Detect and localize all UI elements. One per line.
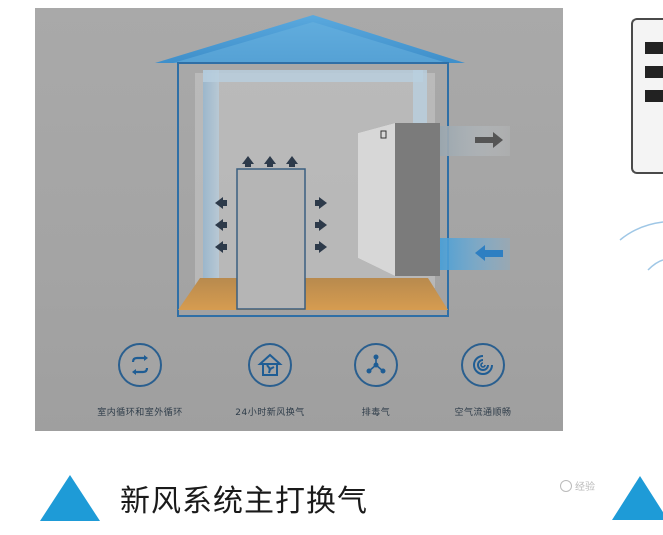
house-diagram <box>155 15 510 317</box>
airflow-lines <box>619 221 663 271</box>
feature-item: 24小时新风换气 <box>205 343 335 418</box>
caption-title: 新风系统主打换气 <box>120 484 368 519</box>
ventilation-unit <box>358 123 440 276</box>
airflow-swirl-icon <box>461 343 505 387</box>
circulation-arrows-icon <box>118 343 162 387</box>
exhaust-arrow <box>475 132 503 148</box>
intake-arrow <box>475 245 503 261</box>
illustration-panel: 室内循环和室外循环 24小时新风换气 <box>35 8 563 431</box>
feature-row: 室内循环和室外循环 24小时新风换气 <box>35 343 563 423</box>
feature-item: 排毒气 <box>311 343 441 418</box>
watermark-logo-icon <box>560 479 572 492</box>
device-slot <box>645 42 663 54</box>
feature-label: 排毒气 <box>361 408 391 418</box>
floor <box>178 278 448 310</box>
up-arrows <box>242 156 298 167</box>
watermark-text: 经验 <box>575 482 595 493</box>
feature-label: 室内循环和室外循环 <box>97 408 183 418</box>
triangle-icon <box>40 475 100 521</box>
right-arrows <box>315 197 327 253</box>
triangle-icon <box>612 476 663 520</box>
feature-item: 空气流通顺畅 <box>418 343 548 418</box>
exhaust-fan-icon <box>354 343 398 387</box>
feature-item: 室内循环和室外循环 <box>75 343 205 418</box>
house-frame <box>177 62 449 317</box>
wall-unit-device <box>631 18 663 174</box>
caption: 新风系统主打换气 <box>40 474 368 522</box>
watermark: 经验 <box>560 478 595 493</box>
device-slot <box>645 90 663 102</box>
house-fan-icon <box>248 343 292 387</box>
left-arrows <box>215 197 227 253</box>
feature-label: 空气流通顺畅 <box>454 408 512 418</box>
feature-label: 24小时新风换气 <box>235 408 305 418</box>
door <box>236 168 306 310</box>
device-slot <box>645 66 663 78</box>
